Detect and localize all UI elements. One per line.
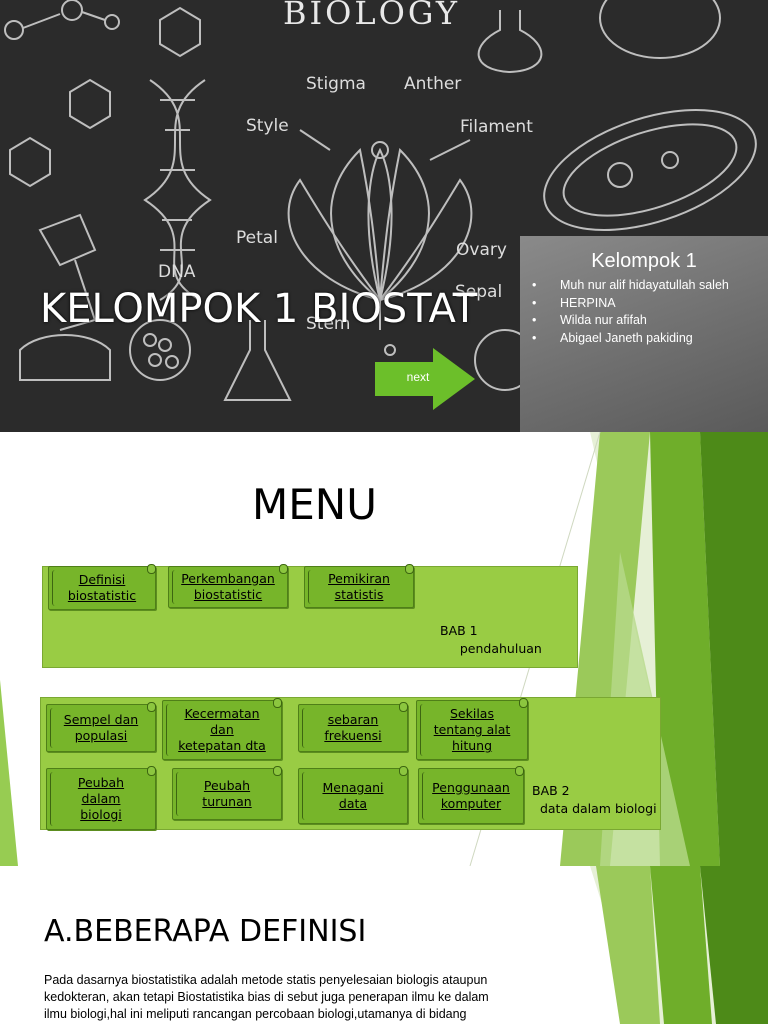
list-item: •Wilda nur afifah bbox=[532, 313, 647, 327]
member-name: HERPINA bbox=[560, 295, 616, 310]
group-title: Kelompok 1 bbox=[591, 250, 697, 272]
label-petal: Petal bbox=[236, 228, 278, 248]
list-item: •Abigael Janeth pakiding bbox=[532, 330, 693, 345]
menu-title: MENU bbox=[252, 480, 377, 529]
pemikiran-button[interactable]: Pemikiran statistis bbox=[304, 564, 414, 608]
list-item: •HERPINA bbox=[532, 295, 616, 310]
button-label: Definisi biostatistic bbox=[67, 572, 137, 603]
next-button[interactable]: next bbox=[375, 348, 475, 410]
body-line: ilmu biologi,hal ini meliputi rancangan … bbox=[44, 1007, 467, 1021]
board-heading: BIOLOGY bbox=[283, 0, 460, 32]
label-ovary: Ovary bbox=[456, 240, 507, 260]
menu-slide: MENU Definisi biostatistic Perkembangan … bbox=[0, 432, 768, 866]
label-stem: Stem bbox=[306, 314, 351, 334]
button-label: Peubah turunan bbox=[202, 778, 252, 809]
body-line: Pada dasarnya biostatistika adalah metod… bbox=[44, 973, 488, 987]
perkembangan-button[interactable]: Perkembangan biostatistic bbox=[168, 564, 288, 608]
menagani-button[interactable]: Menagani data bbox=[298, 766, 408, 824]
button-label: Sekilas tentang alat hitung bbox=[433, 706, 511, 753]
sekilas-button[interactable]: Sekilas tentang alat hitung bbox=[416, 698, 528, 760]
section-title: A.BEBERAPA DEFINISI bbox=[44, 914, 367, 949]
green-stripes-decoration bbox=[590, 866, 768, 1024]
bab1-label: BAB 1 pendahuluan bbox=[440, 623, 542, 656]
title-slide: BIOLOGY Stigma Anther Style Filament Pet… bbox=[0, 0, 768, 432]
chalkboard-illustration bbox=[4, 0, 757, 401]
presentation-title: KELOMPOK 1 BIOSTAT bbox=[40, 286, 478, 332]
body-line: kedokteran, akan tetapi Biostatistika bi… bbox=[44, 990, 489, 1004]
definition-slide: A.BEBERAPA DEFINISI Pada dasarnya biosta… bbox=[0, 866, 768, 1024]
next-button-label: next bbox=[406, 370, 430, 384]
button-label: Penggunaan komputer bbox=[432, 780, 510, 811]
arrow-right-icon bbox=[375, 348, 475, 410]
member-name: Abigael Janeth pakiding bbox=[560, 330, 693, 345]
label-filament: Filament bbox=[460, 117, 533, 137]
label-sepal: Sepal bbox=[455, 282, 503, 302]
label-stigma: Stigma bbox=[306, 74, 366, 94]
label-style: Style bbox=[246, 116, 289, 136]
button-label: Kecermatan dan ketepatan dta bbox=[178, 706, 266, 753]
label-dna: DNA bbox=[158, 262, 196, 282]
button-label: Pemikiran statistis bbox=[328, 571, 390, 602]
group-panel: Kelompok 1 •Muh nur alif hidayatullah sa… bbox=[520, 236, 768, 432]
sempel-button[interactable]: Sempel dan populasi bbox=[46, 702, 156, 752]
member-name: Muh nur alif hidayatullah saleh bbox=[560, 278, 729, 292]
kecermatan-button[interactable]: Kecermatan dan ketepatan dta bbox=[162, 698, 282, 760]
bab2-label: BAB 2 data dalam biologi bbox=[532, 783, 657, 816]
definisi-button[interactable]: Definisi biostatistic bbox=[48, 564, 156, 610]
peubah-turunan-button[interactable]: Peubah turunan bbox=[172, 766, 282, 820]
member-list: •Muh nur alif hidayatullah saleh •HERPIN… bbox=[532, 278, 729, 348]
button-label: Menagani data bbox=[322, 780, 384, 811]
peubah-dalam-button[interactable]: Peubah dalam biologi bbox=[46, 766, 156, 830]
member-name: Wilda nur afifah bbox=[560, 313, 647, 327]
sebaran-button[interactable]: sebaran frekuensi bbox=[298, 702, 408, 752]
button-label: Sempel dan populasi bbox=[63, 712, 139, 743]
list-item: •Muh nur alif hidayatullah saleh bbox=[532, 278, 729, 292]
section-body: Pada dasarnya biostatistika adalah metod… bbox=[44, 972, 604, 1023]
button-label: sebaran frekuensi bbox=[324, 712, 382, 743]
label-anther: Anther bbox=[404, 74, 462, 94]
penggunaan-button[interactable]: Penggunaan komputer bbox=[418, 766, 524, 824]
button-label: Perkembangan biostatistic bbox=[181, 571, 275, 602]
button-label: Peubah dalam biologi bbox=[77, 775, 125, 822]
